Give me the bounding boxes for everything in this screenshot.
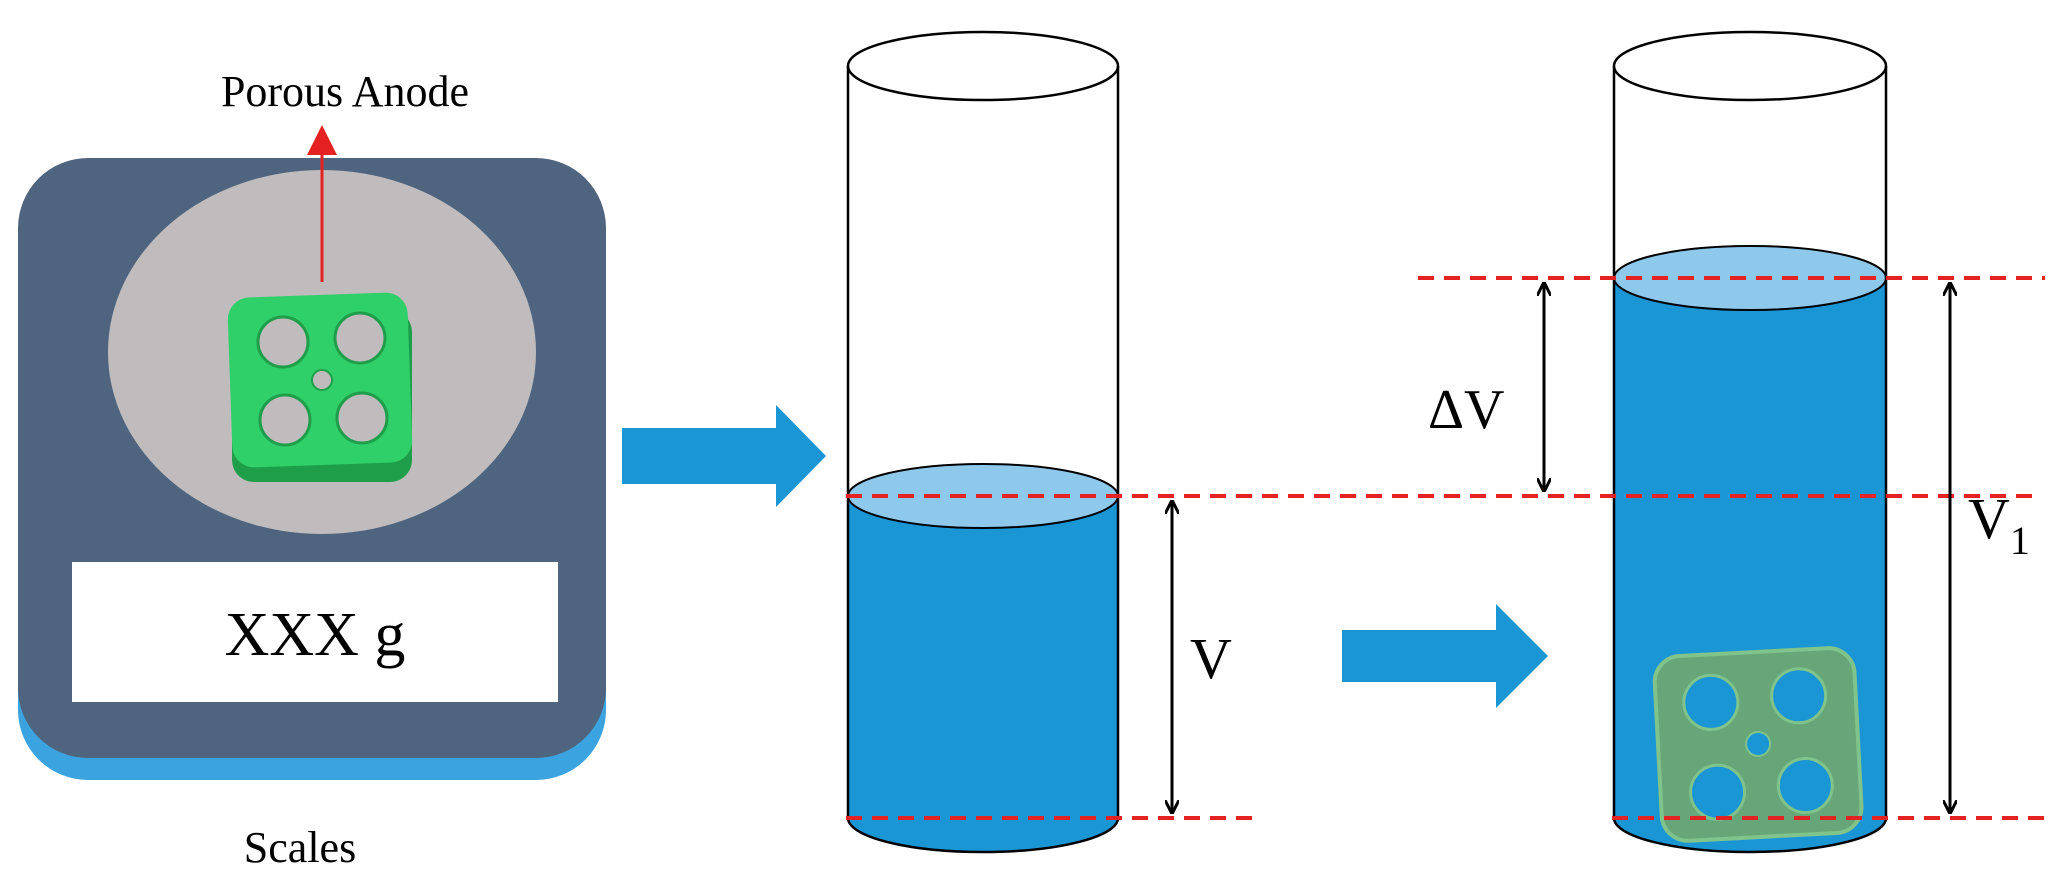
cylinder-initial <box>846 30 1120 854</box>
cylinder-bottom <box>846 817 1120 854</box>
cylinder-bottom <box>1612 817 1888 854</box>
anode-hole <box>256 315 310 369</box>
porous-anode <box>227 292 413 482</box>
label-v1: V1 <box>1968 486 2030 563</box>
cylinder-rim <box>846 30 1120 102</box>
anode-hole <box>333 311 387 365</box>
anode-hole <box>1776 757 1834 815</box>
process-arrow-2 <box>1342 604 1548 708</box>
process-arrow-1 <box>622 405 826 507</box>
submerged-anode <box>1652 646 1864 843</box>
anode-hole <box>335 391 389 445</box>
scale-display <box>72 562 558 702</box>
label-v1-subscript: 1 <box>2010 518 2030 563</box>
cylinder-water <box>848 496 1118 852</box>
cylinder-rim <box>1612 30 1888 102</box>
scales-label: Scales <box>244 823 356 872</box>
anode-hole <box>1682 673 1740 731</box>
anode-hole <box>258 393 312 447</box>
scale-reading: XXX g <box>225 601 406 669</box>
anode-center-hole <box>1745 730 1772 757</box>
porous-anode-label: Porous Anode <box>221 67 469 116</box>
label-v: V <box>1190 626 1232 691</box>
anode-center-hole <box>311 369 333 391</box>
cylinder-final <box>1612 30 1888 854</box>
anode-hole <box>1770 667 1828 725</box>
label-v1-symbol: V <box>1968 486 2010 551</box>
anode-hole <box>1689 763 1747 821</box>
label-delta-v: ΔV <box>1428 379 1504 441</box>
